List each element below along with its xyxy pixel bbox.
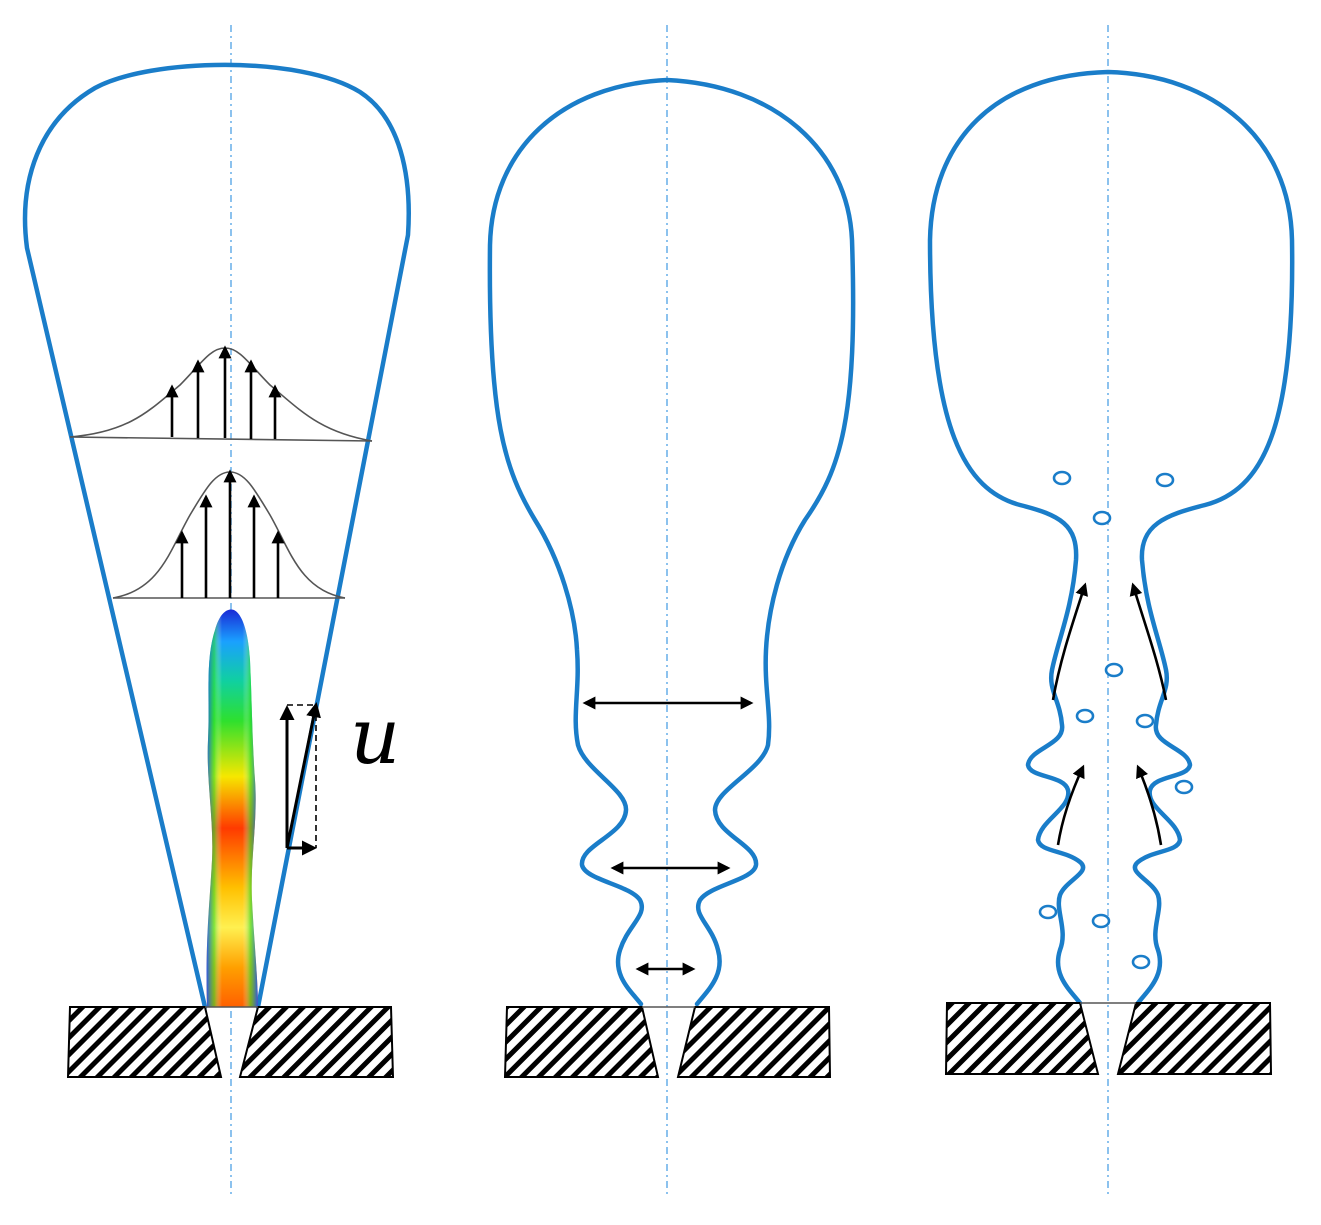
arrow-icon — [1051, 582, 1088, 701]
velocity-vector-diagram: u — [279, 692, 400, 856]
hatched-nozzle-icon — [1116, 1002, 1273, 1075]
right-jet-outline — [927, 69, 1295, 1006]
left-nozzle — [66, 1006, 395, 1078]
bubble-icon — [1131, 954, 1151, 970]
hatched-nozzle-icon — [238, 1006, 395, 1078]
velocity-label: u — [350, 692, 400, 782]
velocity-plume — [206, 609, 258, 1007]
profile-baseline — [69, 436, 373, 442]
middle-jet-outline — [487, 77, 856, 1007]
bubble-icon — [1052, 470, 1072, 486]
hatched-nozzle-icon — [66, 1006, 223, 1078]
bubble-icon — [1038, 904, 1058, 920]
bubble-icon — [1174, 779, 1194, 795]
bubble-icon — [1155, 472, 1175, 488]
arrow-icon — [285, 702, 321, 849]
right-nozzle — [944, 1002, 1273, 1075]
gaussian-profile-curve — [69, 347, 373, 442]
bubble-icon — [1135, 713, 1155, 729]
bubble-icon — [1092, 510, 1112, 526]
bubble-icon — [1091, 913, 1111, 929]
arrow-icon — [1129, 582, 1168, 701]
arrow-icon — [1136, 764, 1163, 846]
hatched-nozzle-icon — [944, 1002, 1100, 1075]
velocity-profile-lower — [112, 469, 346, 599]
bubble-icon — [1104, 662, 1124, 678]
velocity-profile-upper — [69, 345, 373, 442]
hatched-nozzle-icon — [676, 1006, 832, 1078]
arrow-icon — [1056, 764, 1085, 846]
left-jet-outline — [22, 62, 411, 1010]
middle-nozzle — [503, 1006, 832, 1078]
right-panel — [927, 25, 1295, 1198]
bubble-icon — [1075, 708, 1095, 724]
entrained-bubbles — [1038, 470, 1194, 970]
left-panel: u — [22, 25, 411, 1198]
plume-edge-shade — [206, 609, 258, 1007]
middle-panel — [487, 25, 856, 1198]
hatched-nozzle-icon — [503, 1006, 660, 1078]
